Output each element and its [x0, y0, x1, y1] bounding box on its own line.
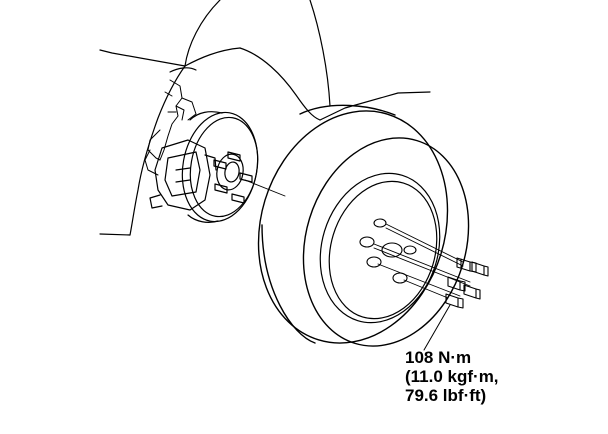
torque-value-lbfft: 79.6 lbf·ft) [405, 386, 487, 405]
brake-rotor [181, 111, 259, 223]
torque-leader-line [423, 304, 451, 351]
tire [257, 104, 470, 347]
brake-caliper [149, 139, 217, 211]
torque-value-kgfm: (11.0 kgf·m, [405, 367, 499, 386]
lug-nut-2 [471, 261, 489, 277]
axis-guide-line [244, 179, 286, 197]
stud-guide-lines [373, 223, 471, 299]
lug-nut-4 [463, 284, 481, 300]
wheel-rim [319, 172, 441, 324]
suspension-knuckle [144, 79, 197, 176]
vehicle-body [99, 0, 431, 236]
hub-assembly [213, 151, 253, 204]
lug-nut-3 [447, 276, 466, 292]
wheel-center-bore [381, 242, 403, 258]
torque-value-nm: 108 N·m [405, 348, 472, 367]
lug-nuts [445, 257, 489, 309]
lug-nut-5 [445, 293, 464, 309]
torque-specification: 108 N·m (11.0 kgf·m, 79.6 lbf·ft) [405, 348, 499, 405]
